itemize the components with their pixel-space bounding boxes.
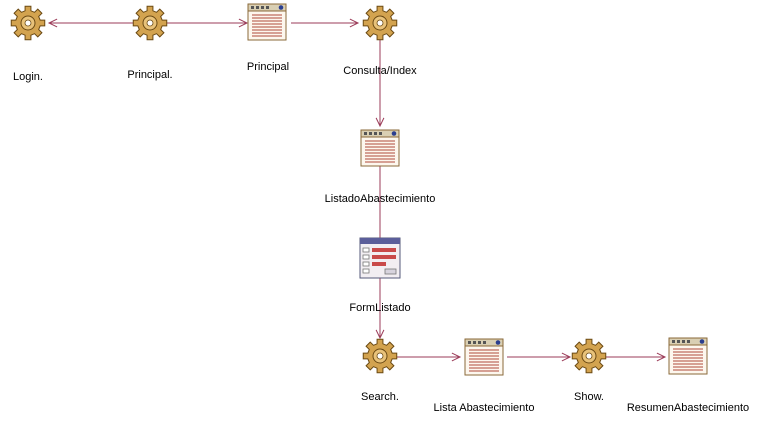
- form-submit-button: [384, 268, 397, 275]
- form-field-label: [362, 247, 370, 253]
- node-listado-abastecimiento[interactable]: ListadoAbastecimiento: [325, 129, 436, 205]
- gear-icon: [362, 5, 398, 41]
- form-checkbox: [362, 268, 370, 274]
- connector-search-to-lista-abastecimiento: [396, 352, 462, 362]
- form-title-bar: [360, 238, 400, 244]
- node-label: Login.: [13, 71, 43, 83]
- page-header-dot: [364, 132, 367, 135]
- node-label: Principal: [247, 61, 289, 73]
- page-header-dot: [251, 6, 254, 9]
- page-icon: [247, 3, 287, 41]
- arrowhead: [451, 352, 462, 362]
- node-form-listado[interactable]: FormListado: [349, 237, 411, 314]
- gear-hole: [376, 352, 384, 360]
- gear-icon: [10, 5, 46, 41]
- gear-icon: [132, 5, 168, 41]
- page-header-dot: [468, 341, 471, 344]
- arrowhead: [47, 18, 58, 28]
- page-header-dot: [483, 341, 486, 344]
- node-label: ResumenAbastecimiento: [627, 402, 749, 414]
- arrowhead: [656, 352, 667, 362]
- page-header-dot: [672, 340, 675, 343]
- page-header-dot: [369, 132, 372, 135]
- node-principal-action[interactable]: Principal.: [127, 5, 173, 81]
- form-field-input: [372, 255, 396, 259]
- page-header-dot: [478, 341, 481, 344]
- page-icon: [668, 337, 708, 375]
- page-icon: [464, 338, 504, 376]
- page-header-dot: [261, 6, 264, 9]
- gear-hole: [585, 352, 593, 360]
- node-search[interactable]: Search.: [361, 338, 399, 403]
- arrowhead: [375, 329, 385, 340]
- node-login[interactable]: Login.: [10, 5, 46, 83]
- node-label: Principal.: [127, 69, 172, 81]
- page-header-dot: [379, 132, 382, 135]
- page-icon: [360, 129, 400, 167]
- node-resumen-abastecimiento[interactable]: ResumenAbastecimiento: [627, 337, 749, 414]
- page-header-button: [495, 340, 501, 345]
- node-label: Show.: [574, 391, 604, 403]
- page-header-dot: [374, 132, 377, 135]
- form-field-input: [372, 262, 386, 266]
- gear-hole: [24, 19, 32, 27]
- node-principal-page[interactable]: Principal: [247, 3, 289, 73]
- arrowhead: [561, 352, 572, 362]
- gear-hole: [376, 19, 384, 27]
- page-header-dot: [266, 6, 269, 9]
- page-header-dot: [682, 340, 685, 343]
- nodes-layer: Login. Principal. Principal Consulta/IndexL…: [10, 3, 749, 414]
- node-lista-abastecimiento[interactable]: Lista Abastecimiento: [434, 338, 535, 414]
- page-header-dot: [677, 340, 680, 343]
- connector-lista-abastecimiento-to-show: [507, 352, 572, 362]
- gear-icon: [571, 338, 607, 374]
- form-field-input: [372, 248, 396, 252]
- node-label: Search.: [361, 391, 399, 403]
- form-icon: [359, 237, 401, 279]
- gear-icon: [362, 338, 398, 374]
- node-show[interactable]: Show.: [571, 338, 607, 403]
- node-consulta-index[interactable]: Consulta/Index: [343, 5, 417, 77]
- page-header-dot: [473, 341, 476, 344]
- node-label: Lista Abastecimiento: [434, 402, 535, 414]
- form-field-label: [362, 254, 370, 260]
- arrowhead: [349, 18, 360, 28]
- page-header-button: [391, 131, 397, 136]
- page-header-dot: [687, 340, 690, 343]
- connector-show-to-resumen-abastecimiento: [605, 352, 667, 362]
- connector-principal-action-to-login: [47, 18, 136, 28]
- connector-principal-action-to-principal-page: [165, 18, 249, 28]
- arrowhead: [375, 117, 385, 128]
- connector-principal-page-to-consulta-index: [291, 18, 360, 28]
- page-header-button: [278, 5, 284, 10]
- page-header-dot: [256, 6, 259, 9]
- form-field-label: [362, 261, 370, 267]
- node-label: ListadoAbastecimiento: [325, 193, 436, 205]
- arrowhead: [238, 18, 249, 28]
- node-label: FormListado: [349, 302, 410, 314]
- gear-hole: [146, 19, 154, 27]
- connector-consulta-index-to-listado-abastecimiento: [375, 40, 385, 128]
- node-label: Consulta/Index: [343, 65, 417, 77]
- page-header-button: [699, 339, 705, 344]
